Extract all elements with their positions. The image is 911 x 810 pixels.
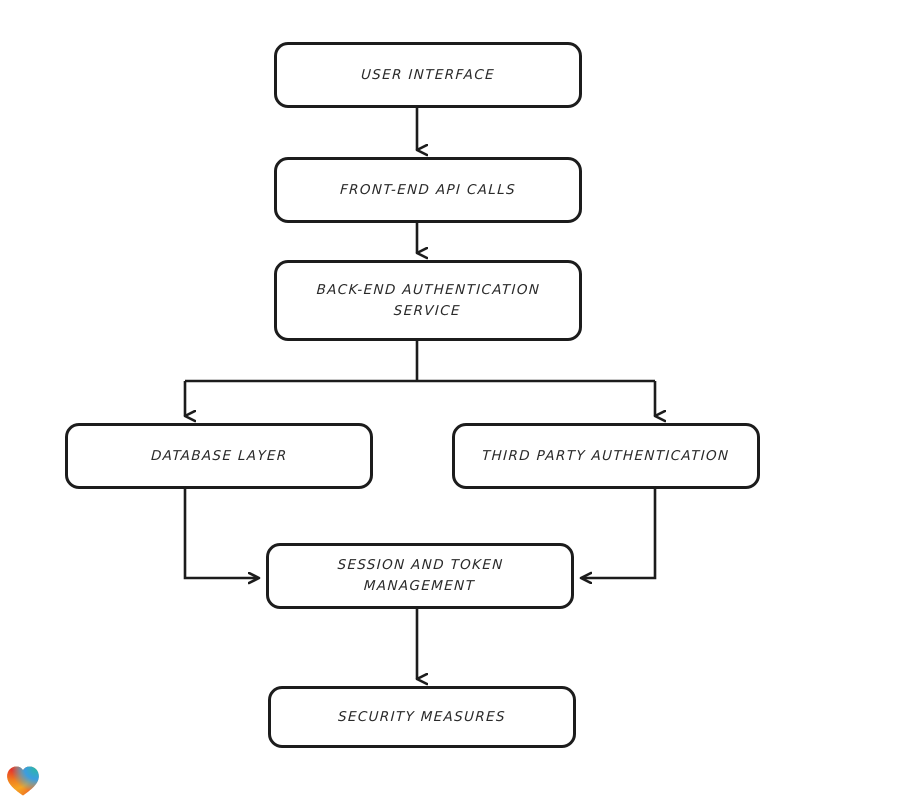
node-label-database-layer: Database Layer bbox=[150, 447, 288, 464]
node-label-frontend-api-calls: Front-End API Calls bbox=[339, 181, 517, 198]
node-session-and-token-management[interactable]: Session and Token Management bbox=[266, 543, 574, 609]
node-label-session-and-token-management: Session and Token Management bbox=[337, 557, 505, 594]
node-label-third-party-authentication: Third Party Authentication bbox=[481, 447, 731, 464]
node-third-party-authentication[interactable]: Third Party Authentication bbox=[452, 423, 760, 489]
node-label-user-interface: User Interface bbox=[360, 66, 496, 83]
node-backend-authentication-service[interactable]: Back-End Authentication Service bbox=[274, 260, 582, 341]
node-frontend-api-calls[interactable]: Front-End API Calls bbox=[274, 157, 582, 223]
heart-icon bbox=[7, 766, 39, 796]
edge-thirdparty-to-session bbox=[581, 489, 657, 578]
node-security-measures[interactable]: Security Measures bbox=[268, 686, 576, 748]
node-database-layer[interactable]: Database Layer bbox=[65, 423, 373, 489]
node-label-backend-authentication-service: Back-End Authentication Service bbox=[316, 281, 541, 319]
node-user-interface[interactable]: User Interface bbox=[274, 42, 582, 108]
node-label-security-measures: Security Measures bbox=[337, 708, 507, 725]
edge-database-to-session bbox=[183, 489, 259, 578]
